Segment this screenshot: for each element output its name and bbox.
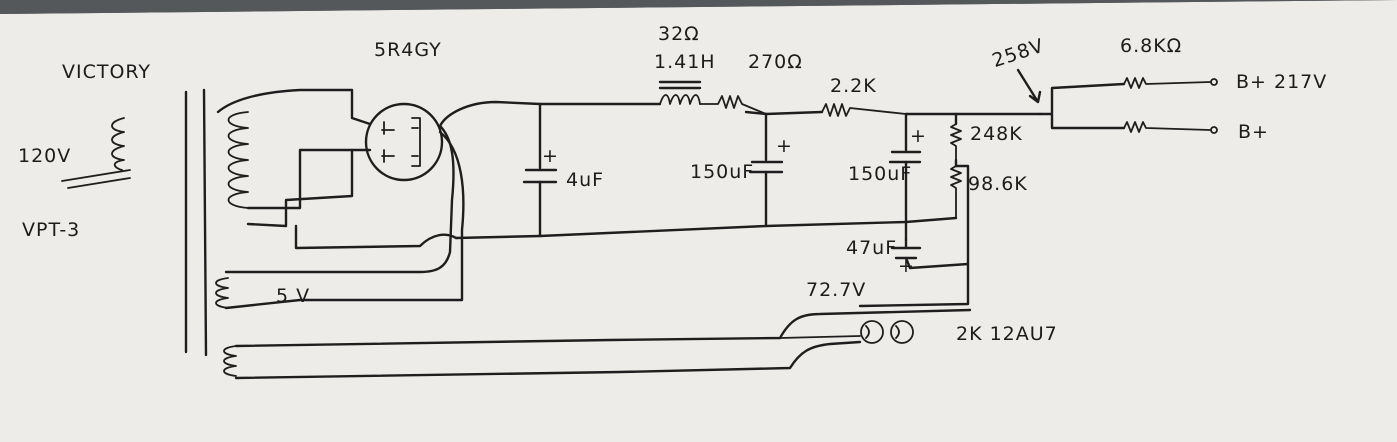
hv-bottom-lead [246, 148, 372, 210]
transformer-brand: VICTORY [62, 61, 151, 83]
dropping-resistor-label: 2.2K [830, 75, 877, 97]
bplus-2-label: B+ [1238, 121, 1269, 143]
choke-resistance: 32Ω [658, 23, 700, 45]
primary-voltage-label: 120V [18, 145, 71, 167]
transformer-model: VPT-3 [22, 219, 80, 241]
rectifier-tube-5r4gy [364, 102, 444, 182]
bplus-1-terminal [1210, 78, 1218, 86]
hv-secondary-coil [227, 111, 249, 209]
bypass-cap-lead-2 [904, 256, 970, 270]
ground-rail [454, 216, 958, 240]
heater-coil [223, 345, 237, 377]
cap3-value: 150uF [848, 163, 912, 185]
bypass-cap-value: 47uF [846, 237, 897, 259]
core-bar-right [202, 88, 208, 357]
output-branch [1038, 82, 1126, 130]
primary-coil [111, 117, 125, 171]
filament-coil-5v [215, 277, 229, 309]
bplus-1-label: B+ 217V [1236, 71, 1327, 93]
cap3-plus: + [910, 125, 927, 147]
heater-lead-mid [779, 335, 861, 339]
divider-r-top-label: 248K [970, 123, 1023, 145]
divider-tap [858, 164, 970, 308]
series-resistor-label: 270Ω [748, 51, 803, 73]
output-resistor-label: 6.8KΩ [1120, 35, 1182, 57]
node-voltage-arrow [1016, 68, 1042, 104]
cap1-plus: + [542, 145, 559, 167]
heater-resistor-note: 2K 12AU7 [956, 323, 1058, 345]
output-resistor-2 [1123, 121, 1211, 133]
cap1-value: 4uF [566, 169, 604, 191]
choke-inductance: 1.41H [654, 51, 716, 73]
rectifier-output [438, 100, 662, 128]
center-tap-to-ground [294, 224, 458, 250]
divider-resistor-bottom [950, 165, 962, 219]
output-resistor-1 [1123, 77, 1211, 89]
primary-lead-bottom [67, 177, 131, 189]
heater-lead-bottom [234, 340, 862, 380]
cap2-value: 150uF [690, 161, 754, 183]
bplus-2-terminal [1210, 126, 1218, 134]
hv-center-tap [246, 148, 354, 228]
bias-voltage-label: 72.7V [806, 279, 866, 301]
cap2-plus: + [776, 135, 793, 157]
filament-5v-label: 5 V [276, 285, 310, 307]
heater-balance-resistors [860, 320, 914, 344]
hv-top-lead [216, 88, 372, 126]
bypass-cap-plus: + [898, 255, 915, 277]
dropping-resistor-2k2 [821, 103, 907, 117]
choke-coil [659, 94, 701, 105]
paper-shadow [0, 0, 1397, 14]
primary-lead-top [61, 169, 131, 182]
divider-resistor-top [950, 123, 962, 161]
divider-r-bottom-label: 98.6K [968, 173, 1028, 195]
rectifier-tube-label: 5R4GY [374, 39, 442, 61]
rectifier-filament-lead-2 [224, 130, 465, 310]
series-resistor-270 [699, 95, 767, 115]
